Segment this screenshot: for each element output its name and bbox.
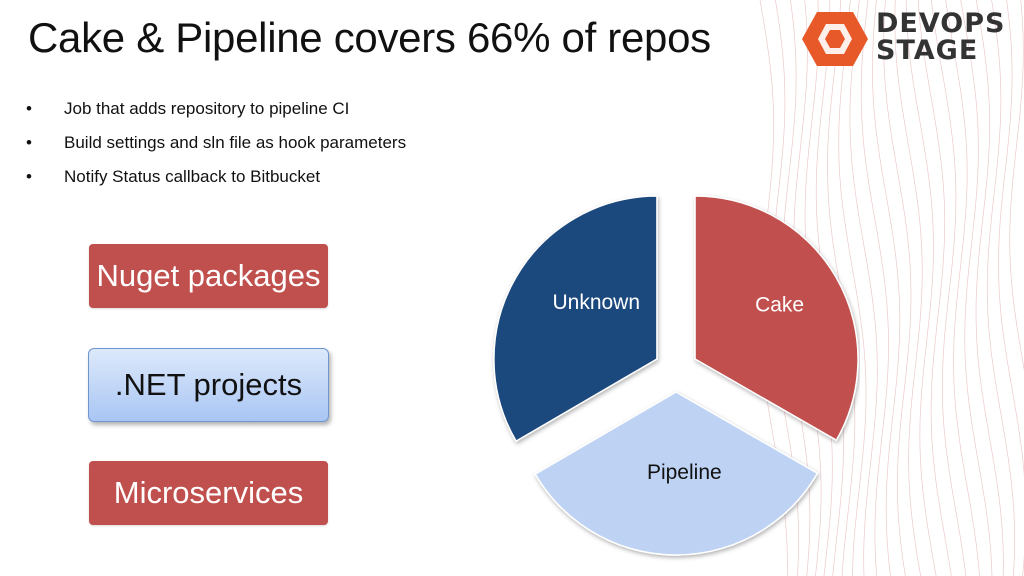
background-wave-line (860, 0, 889, 576)
bullet-list: • Job that adds repository to pipeline CI… (26, 98, 406, 200)
background-wave-line (975, 0, 1004, 576)
pie-label-pipeline: Pipeline (647, 461, 722, 484)
bullet-text: Build settings and sln file as hook para… (64, 133, 407, 152)
logo-mark-icon (802, 12, 868, 66)
pie-label-cake: Cake (755, 294, 804, 317)
pie-slice-unknown (493, 195, 658, 443)
background-wave-line (905, 0, 937, 576)
bullet-item: • Notify Status callback to Bitbucket (26, 166, 406, 200)
bullet-marker: • (26, 167, 32, 186)
background-wave-line (917, 0, 952, 576)
nuget-packages-box: Nuget packages (89, 244, 328, 308)
background-wave-line (894, 0, 923, 576)
bullet-text: Job that adds repository to pipeline CI (64, 99, 350, 118)
background-wave-line (931, 0, 967, 576)
logo-text: DEVOPS STAGE (876, 10, 1005, 64)
logo-line2: STAGE (876, 35, 979, 66)
background-wave-line (838, 0, 867, 576)
background-wave-line (960, 0, 993, 576)
bullet-text: Notify Status callback to Bitbucket (64, 167, 321, 186)
bullet-marker: • (26, 99, 32, 118)
bullet-item: • Job that adds repository to pipeline CI (26, 98, 406, 132)
logo-line1: DEVOPS (876, 8, 1006, 39)
background-wave-line (872, 0, 901, 576)
bullet-item: • Build settings and sln file as hook par… (26, 132, 406, 166)
devops-stage-logo: DEVOPS STAGE (800, 8, 1010, 70)
slide-title: Cake & Pipeline covers 66% of repos (28, 14, 711, 61)
pie-label-unknown: Unknown (552, 291, 640, 314)
background-wave-line (945, 0, 980, 576)
microservices-box: Microservices (89, 461, 328, 525)
dotnet-projects-box: .NET projects (88, 348, 329, 422)
background-wave-line (986, 0, 1015, 576)
background-wave-line (1009, 0, 1024, 371)
pie-slice-pipeline (534, 391, 819, 556)
bullet-marker: • (26, 133, 32, 152)
background-wave-line (849, 0, 878, 576)
background-wave-line (998, 0, 1024, 576)
pie-slice-cake (694, 195, 859, 442)
background-wave-line (883, 0, 912, 576)
